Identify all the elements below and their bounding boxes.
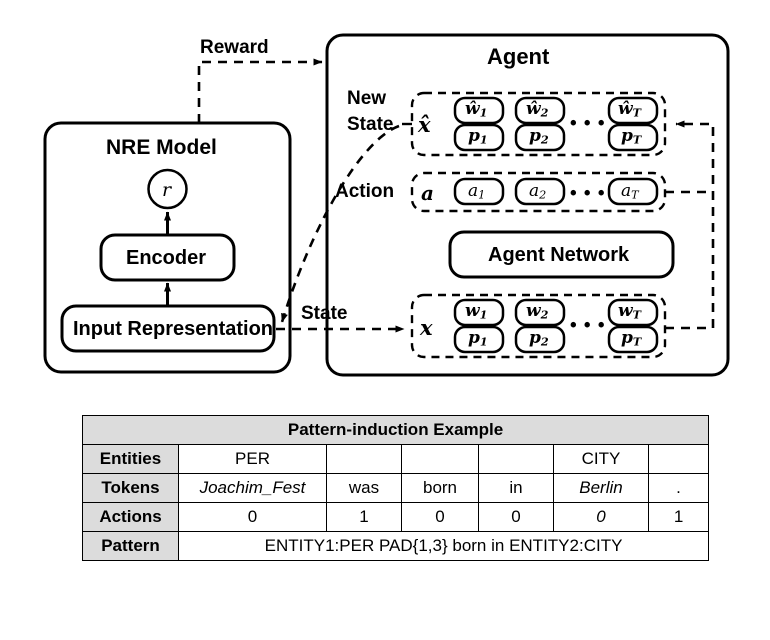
pattern-induction-table: Pattern-induction Example Entities PER C… xyxy=(81,415,710,561)
state-cell-wT xyxy=(607,298,659,327)
row-label-pattern: Pattern xyxy=(82,531,179,561)
state-ellipsis: • • • xyxy=(570,315,606,336)
entities-cell-2 xyxy=(401,444,479,474)
state-cell-w2-label: w2 xyxy=(526,301,549,322)
input-representation-label: Input Representation xyxy=(73,318,274,340)
new-state-vector-symbol: x̂ xyxy=(418,112,431,137)
pattern-cell: ENTITY1:PER PAD{1,3} born in ENTITY2:CIT… xyxy=(177,531,710,561)
agent-title: Agent xyxy=(487,44,550,69)
table-title: Pattern-induction Example xyxy=(81,415,710,445)
action-cell-a2-label: a2 xyxy=(529,181,547,202)
new-state-cell-w2 xyxy=(514,96,566,125)
action-ellipsis: • • • xyxy=(570,183,606,204)
reward-node-circle xyxy=(147,168,188,210)
reward-arrow xyxy=(197,58,323,123)
new-state-cell-w2-label: ŵ2 xyxy=(526,99,549,120)
action-cell-a1 xyxy=(453,177,505,206)
new-state-cell-wT xyxy=(607,96,659,125)
new-state-cell-pT xyxy=(607,123,659,152)
state-arrow-label: State xyxy=(301,303,348,324)
table-row-actions: Actions 0 1 0 0 0 1 xyxy=(82,502,710,532)
table-row-entities: Entities PER CITY xyxy=(82,444,710,474)
new-state-ellipsis: • • • xyxy=(570,113,606,134)
actions-cell-0: 0 xyxy=(178,502,327,532)
state-cell-pT-label: pT xyxy=(621,328,642,349)
action-cell-aT xyxy=(607,177,659,206)
new-state-label-line2: State xyxy=(347,114,394,135)
actions-cell-3: 0 xyxy=(478,502,554,532)
new-state-cell-w1-label: ŵ1 xyxy=(465,99,488,120)
table-row-tokens: Tokens Joachim_Fest was born in Berlin . xyxy=(82,473,710,503)
new-state-cell-w1 xyxy=(453,96,505,125)
actions-cell-4: 0 xyxy=(553,502,649,532)
entities-cell-0: PER xyxy=(178,444,327,474)
new-state-cell-pT-label: pT xyxy=(621,126,642,147)
input-representation-box xyxy=(60,304,276,353)
right-feedback-bus xyxy=(665,120,715,330)
actions-cell-1: 1 xyxy=(326,502,402,532)
action-label: Action xyxy=(335,181,395,202)
new-state-cell-p2 xyxy=(514,123,566,152)
state-cell-p1 xyxy=(453,325,505,354)
entities-cell-4: CITY xyxy=(553,444,649,474)
nre-model-title: NRE Model xyxy=(106,136,217,159)
new-state-dashed-group xyxy=(410,91,667,157)
tokens-cell-0: Joachim_Fest xyxy=(178,473,327,503)
new-state-cell-wT-label: ŵT xyxy=(618,99,641,120)
actions-cell-5: 1 xyxy=(647,502,710,532)
state-vector-symbol: x xyxy=(420,315,433,340)
state-cell-p1-label: p1 xyxy=(468,328,488,349)
tokens-cell-5: . xyxy=(647,473,710,503)
actions-cell-2: 0 xyxy=(401,502,479,532)
pattern-induction-table-wrapper: Pattern-induction Example Entities PER C… xyxy=(81,415,710,561)
entities-cell-5 xyxy=(647,444,710,474)
new-state-label-line1: New xyxy=(347,88,387,109)
table-title-row: Pattern-induction Example xyxy=(81,415,710,445)
action-cell-a1-label: a1 xyxy=(468,181,486,202)
encoder-label: Encoder xyxy=(126,247,207,269)
encoder-box xyxy=(99,233,236,282)
action-cell-a2 xyxy=(514,177,566,206)
state-cell-wT-label: wT xyxy=(618,301,641,322)
row-label-entities: Entities xyxy=(82,444,179,474)
entities-cell-1 xyxy=(326,444,402,474)
entities-cell-3 xyxy=(478,444,554,474)
new-state-cell-p1 xyxy=(453,123,505,152)
state-dashed-group xyxy=(410,293,667,359)
state-cell-w1 xyxy=(453,298,505,327)
state-cell-pT xyxy=(607,325,659,354)
agent-network-label: Agent Network xyxy=(488,244,630,266)
row-label-actions: Actions xyxy=(82,502,179,532)
state-cell-p2 xyxy=(514,325,566,354)
agent-network-box xyxy=(448,230,675,279)
row-label-tokens: Tokens xyxy=(82,473,179,503)
new-state-cell-p2-label: p2 xyxy=(529,126,549,147)
tokens-cell-4: Berlin xyxy=(553,473,649,503)
new-state-cell-p1-label: p1 xyxy=(468,126,488,147)
tokens-cell-2: born xyxy=(401,473,479,503)
reward-node-label: r xyxy=(162,179,172,201)
tokens-cell-3: in xyxy=(478,473,554,503)
reward-arrow-label: Reward xyxy=(200,37,269,58)
tokens-cell-1: was xyxy=(326,473,402,503)
new-state-feedback-arrow xyxy=(280,124,400,323)
action-cell-aT-label: aT xyxy=(621,181,639,202)
state-cell-p2-label: p2 xyxy=(529,328,549,349)
action-vector-symbol: a xyxy=(421,181,434,205)
table-row-pattern: Pattern ENTITY1:PER PAD{1,3} born in ENT… xyxy=(82,531,710,561)
state-cell-w1-label: w1 xyxy=(465,301,488,322)
state-cell-w2 xyxy=(514,298,566,327)
